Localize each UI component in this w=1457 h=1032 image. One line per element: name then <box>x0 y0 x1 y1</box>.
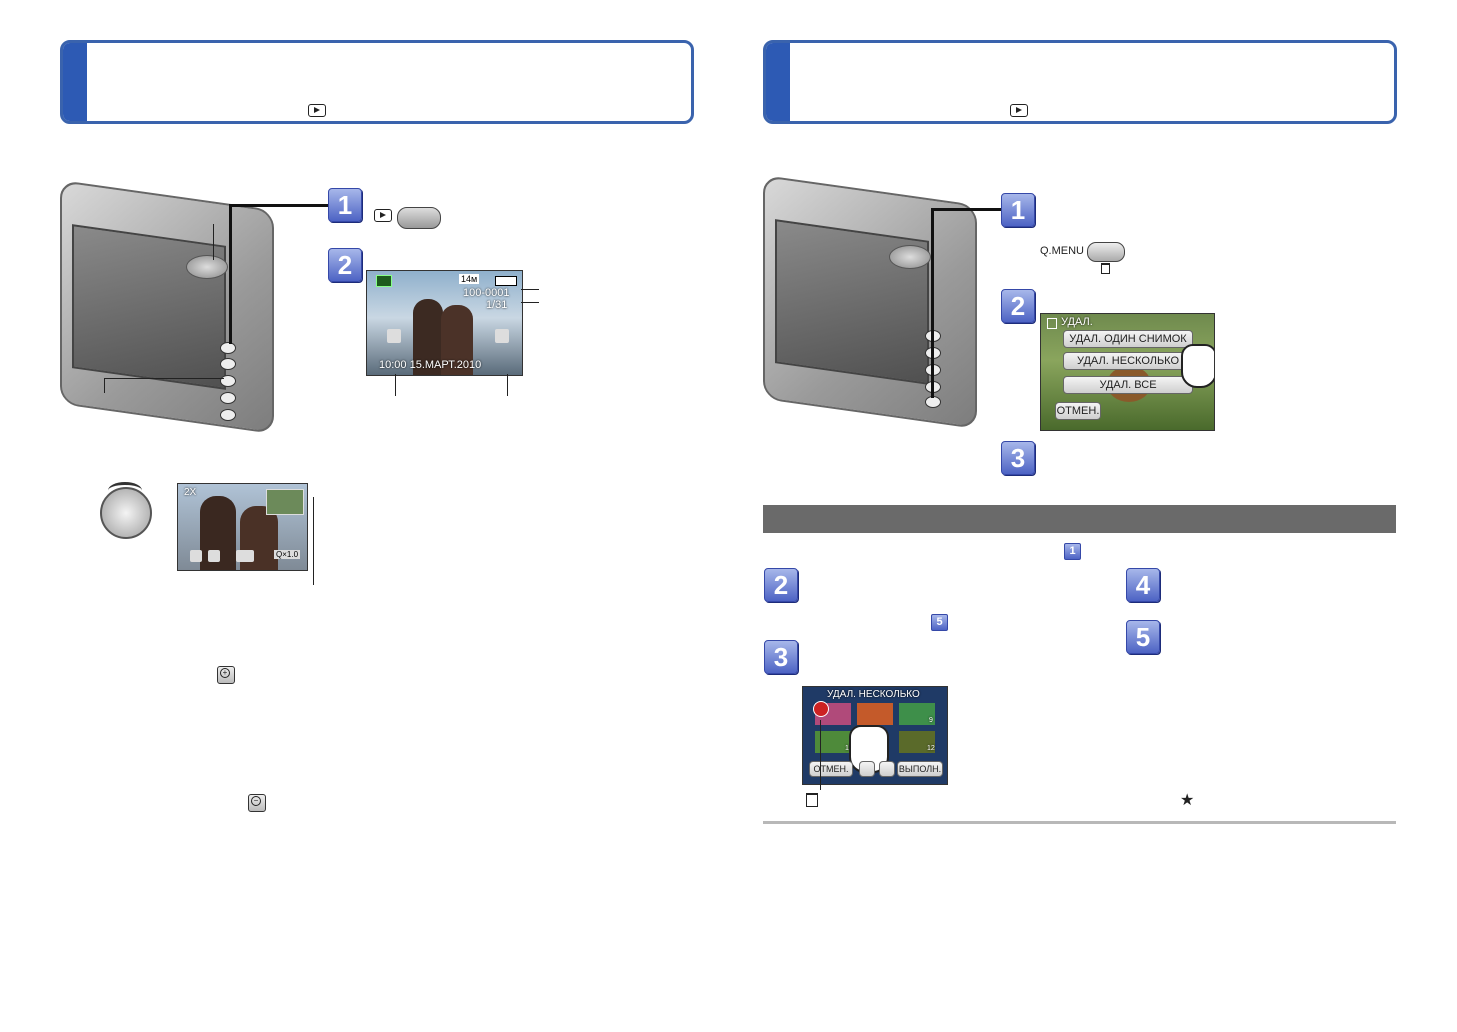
zoom-out-icon: − <box>248 794 266 812</box>
zoom-position-indicator <box>266 489 304 515</box>
delete-multi-option[interactable]: УДАЛ. НЕСКОЛЬКО <box>1063 352 1193 370</box>
delete-all-option[interactable]: УДАЛ. ВСЕ <box>1063 376 1193 394</box>
multi-delete-lcd: УДАЛ. НЕСКОЛЬКО 9 10 12 ОТМЕН. ВЫПОЛН. <box>802 686 948 785</box>
mode-dial <box>186 255 228 279</box>
camera-button <box>220 392 236 404</box>
callout-line <box>313 497 314 585</box>
step-3-badge: 3 <box>764 640 798 674</box>
step-2-badge: 2 <box>764 568 798 602</box>
thumb-number: 12 <box>927 745 935 752</box>
camera-button <box>220 375 236 387</box>
zoom-level: 2X <box>184 487 197 498</box>
callout-line <box>104 378 105 393</box>
callout-line <box>521 289 539 290</box>
thumbnail[interactable] <box>815 731 851 753</box>
move-button[interactable] <box>236 550 254 562</box>
thumb-number: 10 <box>845 745 853 752</box>
camera-screen <box>72 224 226 390</box>
prev-arrow-icon[interactable] <box>387 329 401 343</box>
scroll-up-button[interactable] <box>859 761 875 777</box>
menu-trash-icon <box>1047 318 1057 329</box>
thumbnail[interactable] <box>899 703 935 725</box>
mode-dial <box>889 245 931 269</box>
qmenu-button[interactable] <box>1087 242 1125 262</box>
multi-delete-title: УДАЛ. НЕСКОЛЬКО <box>827 689 920 700</box>
header-tab <box>766 43 790 121</box>
battery-icon <box>495 276 517 286</box>
scroll-down-button[interactable] <box>879 761 895 777</box>
step-5-badge: 5 <box>1126 620 1160 654</box>
playback-icon <box>308 104 326 117</box>
camera-illustration <box>763 174 988 440</box>
step-3-badge: 3 <box>1001 441 1035 475</box>
thumbnail[interactable] <box>857 703 893 725</box>
delete-single-option[interactable]: УДАЛ. ОДИН СНИМОК <box>1063 330 1193 348</box>
callout-line <box>931 208 934 398</box>
trash-icon <box>1101 263 1110 274</box>
callout-line <box>213 224 214 260</box>
step-4-badge: 4 <box>1126 568 1160 602</box>
image-size-label: 14м <box>459 274 480 284</box>
zoom-in-icon: + <box>217 666 235 684</box>
callout-line <box>104 378 224 379</box>
photo-person <box>441 305 473 375</box>
inline-step-5-badge: 5 <box>931 614 948 631</box>
delete-menu-lcd: УДАЛ. УДАЛ. ОДИН СНИМОК УДАЛ. НЕСКОЛЬКО … <box>1040 313 1215 431</box>
photo-person <box>413 299 443 375</box>
playback-button[interactable] <box>397 207 441 229</box>
date-time: 10:00 15.МАРТ.2010 <box>379 359 482 371</box>
camera-screen <box>775 219 929 385</box>
step-1-badge: 1 <box>328 188 362 222</box>
zoom-in-button[interactable] <box>208 550 220 562</box>
delete-menu-title: УДАЛ. <box>1061 316 1093 328</box>
header-tab <box>63 43 87 121</box>
inline-step-1-badge: 1 <box>1064 543 1081 560</box>
zoom-in-glyph: + <box>220 668 230 678</box>
cancel-button[interactable]: ОТМЕН. <box>809 761 853 777</box>
zoom-out-button[interactable] <box>190 550 202 562</box>
zoom-out-glyph: − <box>251 796 261 806</box>
step-1-badge: 1 <box>1001 193 1035 227</box>
zoom-lcd: 2X Q×1.0 <box>177 483 308 571</box>
star-icon: ★ <box>1180 790 1195 809</box>
callout-line <box>820 720 821 790</box>
delete-mark-icon <box>813 701 829 717</box>
callout-line <box>229 204 232 344</box>
right-header-box <box>763 40 1397 124</box>
trash-icon <box>806 793 818 807</box>
playback-lcd: 14м 100-0001 1/31 10:00 15.МАРТ.2010 <box>366 270 523 376</box>
callout-line <box>395 374 396 396</box>
qmenu-label: Q.MENU <box>1040 245 1084 257</box>
section-bar <box>763 505 1396 533</box>
playback-icon <box>1010 104 1028 117</box>
thumbnail[interactable] <box>899 731 935 753</box>
execute-button[interactable]: ВЫПОЛН. <box>897 761 943 777</box>
zoom-arrow-icon <box>108 482 142 499</box>
file-number: 100-0001 <box>463 287 510 299</box>
bottom-rule <box>763 821 1396 824</box>
callout-line <box>932 208 1002 211</box>
camera-button <box>220 409 236 421</box>
playback-icon <box>374 209 392 222</box>
left-header-box <box>60 40 694 124</box>
step-2-badge: 2 <box>328 248 362 282</box>
hand-pointer-icon <box>1181 344 1214 388</box>
callout-line <box>521 302 539 303</box>
playback-mode-icon <box>376 275 392 287</box>
frame-count: 1/31 <box>486 299 508 311</box>
step-2-badge: 2 <box>1001 289 1035 323</box>
callout-line <box>507 374 508 396</box>
next-arrow-icon[interactable] <box>495 329 509 343</box>
cancel-button[interactable]: ОТМЕН. <box>1055 402 1101 420</box>
camera-illustration <box>60 179 285 445</box>
camera-button <box>220 358 236 370</box>
callout-line <box>230 204 330 207</box>
camera-button <box>220 342 236 354</box>
thumb-number: 9 <box>929 717 933 724</box>
zoom-control-label: Q×1.0 <box>274 550 301 559</box>
